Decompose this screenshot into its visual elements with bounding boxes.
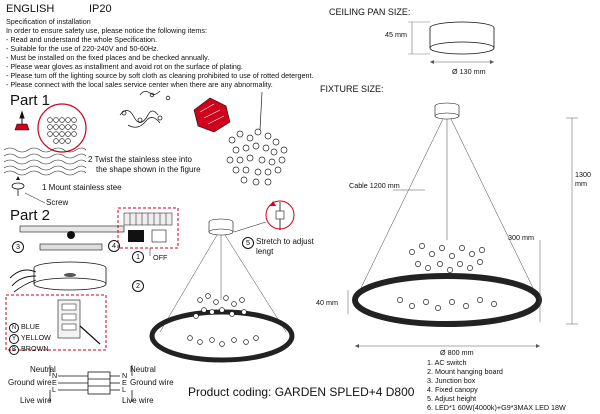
- parts-list-item: 4. Fixed canopy: [427, 385, 478, 394]
- wire-e-right: E: [122, 378, 127, 387]
- wire-n-left: N: [52, 371, 58, 380]
- wire-n-right: N: [122, 371, 128, 380]
- wire-e-left: E: [52, 378, 57, 387]
- ceiling-pan-drawing: [408, 21, 495, 64]
- specification-block: Specification of installation In order t…: [6, 17, 314, 89]
- hand-twist-icon: [193, 97, 231, 133]
- wire-n-badge: N: [9, 323, 19, 333]
- wire-l-right: L: [122, 385, 126, 394]
- wire-b-badge: B: [9, 345, 19, 355]
- wire-blue-label: BLUE: [21, 322, 40, 331]
- fixture-total-height: 1300 mm: [575, 170, 591, 188]
- ceiling-pan-height: 45 mm: [385, 30, 407, 39]
- spec-line: In order to ensure safety use, please no…: [6, 26, 207, 35]
- live-left: Live wire: [20, 396, 52, 405]
- live-right: Live wire: [122, 396, 154, 405]
- switch-panel-icon: [117, 207, 179, 249]
- spec-line: - Must be installed on the fixed places …: [6, 53, 210, 62]
- part1-step2-line1: 2 Twist the stainless stee into: [88, 155, 192, 164]
- parts-list-item: 3. Junction box: [427, 376, 476, 385]
- pendant-illustration: [149, 218, 295, 363]
- ceiling-canopy-icon: [19, 225, 125, 251]
- fixture-title: FIXTURE SIZE:: [320, 84, 384, 94]
- neutral-right: Neutral: [130, 365, 156, 374]
- spec-line: - Please turn off the lighting source by…: [6, 71, 314, 80]
- switch-off-label: OFF: [153, 253, 168, 262]
- part1-step2-line2: the shape shown in the figure: [96, 165, 201, 174]
- crystal-cluster-icon: [226, 91, 288, 186]
- fixture-ring-height: 40 mm: [316, 298, 338, 307]
- language-label: ENGLISH: [6, 3, 55, 15]
- terminal-block-icon: [57, 299, 101, 345]
- ceiling-pan-diameter: Ø 130 mm: [452, 67, 486, 76]
- parts-list-item: 2. Mount hanging board: [427, 367, 503, 376]
- wire-blue-legend: N BLUE: [9, 322, 40, 333]
- step5-line1: Stretch to adjust: [256, 237, 314, 246]
- wiring-diagram-icon: [49, 365, 133, 402]
- ceiling-pan-title: CEILING PAN SIZE:: [329, 7, 411, 17]
- part1-title: Part 1: [10, 92, 51, 109]
- callout-1: 1: [132, 251, 144, 263]
- parts-list-item: 6. LED*1 60W(4000k)+G9*3MAX LED 18W: [427, 403, 566, 412]
- wire-y-badge: Y: [9, 334, 19, 344]
- canopy-drum-icon: [33, 261, 107, 291]
- part2-title: Part 2: [10, 207, 51, 224]
- fixture-diameter: Ø 800 mm: [440, 348, 474, 357]
- ip-rating: IP20: [89, 3, 112, 15]
- screw-icon: [11, 176, 25, 196]
- parts-list: 1. AC switch 2. Mount hanging board 3. J…: [427, 350, 597, 412]
- chain-zoom-icon: [37, 103, 87, 153]
- wire-brown-legend: B BROWN: [9, 344, 49, 355]
- spec-line: - Please wear gloves as installment and …: [6, 62, 243, 71]
- fixture-height-300: 300 mm: [508, 233, 534, 242]
- neutral-left: Neutral: [30, 365, 56, 374]
- spec-line: - Read and understand the whole Specific…: [6, 35, 158, 44]
- wire-yellow-label: YELLOW: [20, 333, 51, 342]
- twisted-wire-icon: [119, 90, 171, 128]
- step5-label: Stretch to adjust lengt: [256, 237, 314, 257]
- spec-title: Specification of installation: [6, 17, 91, 26]
- parts-list-item: 1. AC switch: [427, 358, 467, 367]
- hand-pointer-icon: [14, 110, 30, 131]
- fixture-cable: Cable 1200 mm: [349, 181, 400, 190]
- spec-line: - Please connect with the local sales se…: [6, 80, 273, 89]
- screw-label: Screw: [46, 198, 69, 207]
- callout-5: 5: [242, 237, 254, 249]
- wire-brown-label: BROWN: [21, 344, 49, 353]
- callout-2: 2: [132, 280, 144, 292]
- step5-line2: lengt: [256, 247, 274, 256]
- wires-icon: [9, 269, 37, 293]
- parts-list-item: 5. Adjust height: [427, 394, 477, 403]
- product-coding: Product coding: GARDEN SPLED+4 D800: [188, 385, 415, 399]
- part1-step2: 2 Twist the stainless stee into the shap…: [88, 155, 228, 175]
- wire-l-left: L: [52, 385, 56, 394]
- part1-step1: 1 Mount stainless stee: [42, 183, 122, 192]
- callout-3: 3: [12, 241, 24, 253]
- callout-4: 4: [108, 240, 120, 252]
- wire-yellow-legend: Y YELLOW: [9, 333, 51, 344]
- ground-left: Ground wire: [8, 378, 52, 387]
- spec-line: - Suitable for the use of 220-240V and 5…: [6, 44, 159, 53]
- fixture-drawing: [347, 102, 578, 348]
- ground-right: Ground wire: [130, 378, 174, 387]
- adjust-detail-icon: [265, 200, 295, 230]
- chain-net-icon: [3, 147, 87, 176]
- wiring-detail-box: [5, 294, 107, 351]
